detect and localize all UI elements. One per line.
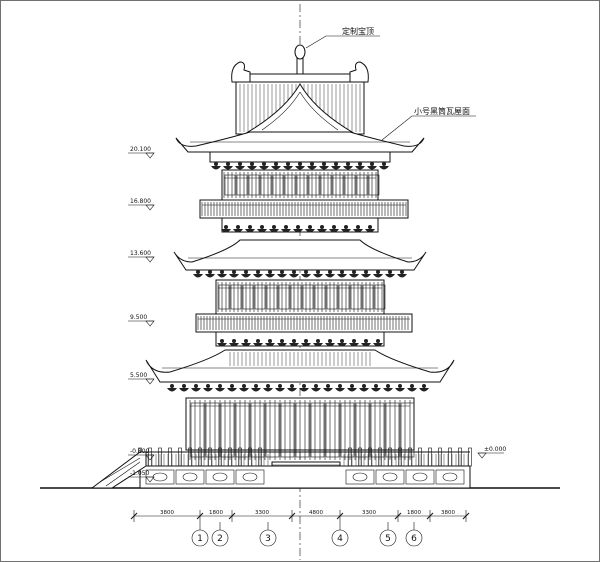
terrace-base: [139, 465, 471, 489]
axis-label: 6: [411, 534, 417, 544]
dimension-chain: [130, 510, 470, 522]
elevation-label: 9.500: [130, 314, 147, 321]
ridge-beast-left: [231, 61, 251, 83]
dimension-label: 3800: [160, 510, 174, 516]
axis-label: 1: [197, 534, 203, 544]
finial-annotation: 定制宝顶: [342, 26, 374, 36]
lower-eave: [145, 349, 455, 383]
elevation-triangle: [477, 452, 487, 459]
elevation-triangle: [145, 378, 155, 385]
axis-bubble: [405, 529, 423, 547]
roof-tile-annotation: 小号黑筒瓦屋面: [414, 106, 470, 116]
axis-label: 4: [337, 534, 343, 544]
top-roof: [175, 44, 425, 153]
elevation-markers: 20.100 16.800 13.600 9.500 5.500 -0.800 -1.050…: [128, 146, 506, 483]
ridge-beast-right: [349, 61, 369, 83]
elevation-triangle: [145, 204, 155, 211]
axis-label: 5: [385, 534, 391, 544]
floor-4-body: [199, 151, 409, 219]
elevation-label: 5.500: [130, 372, 147, 379]
dimension-label: 3300: [362, 510, 376, 516]
elevation-triangle: [145, 256, 155, 263]
lower-roof: [145, 349, 455, 392]
main-ridge: [235, 73, 365, 83]
dimension-label: 1800: [209, 510, 223, 516]
axis-markers: 1 2 3 4 5 6: [191, 522, 423, 547]
floor-2-body: [195, 279, 413, 347]
balcony-2: [195, 313, 413, 333]
elevation-triangle: [145, 454, 155, 461]
dimension-label: 1800: [407, 510, 421, 516]
axis-label: 2: [217, 534, 223, 544]
middle-roof: [173, 217, 427, 278]
elevation-label: -1.050: [130, 470, 150, 477]
dimension-label: 4800: [309, 510, 323, 516]
terrace: [90, 447, 472, 489]
elevation-label: 20.100: [130, 146, 151, 153]
dimension-labels: 3800 1800 3300 4800 3300 1800 3800: [160, 510, 455, 516]
middle-eave: [173, 239, 427, 271]
elevation-label: ±0.000: [484, 446, 506, 453]
dimension-label: 3300: [255, 510, 269, 516]
axis-bubble: [259, 529, 277, 547]
dimension-label: 3800: [441, 510, 455, 516]
axis-bubble: [211, 529, 229, 547]
axis-bubble: [331, 529, 349, 547]
elevation-triangle: [145, 320, 155, 327]
elevation-label: 13.600: [130, 250, 151, 257]
axis-bubble: [191, 529, 209, 547]
axis-bubble: [379, 529, 397, 547]
elevation-triangle: [145, 152, 155, 159]
annotation-leaders: [305, 35, 476, 141]
elevation-label: 16.800: [130, 198, 151, 205]
axis-label: 3: [265, 534, 271, 544]
elevation-label: -0.800: [130, 448, 150, 455]
